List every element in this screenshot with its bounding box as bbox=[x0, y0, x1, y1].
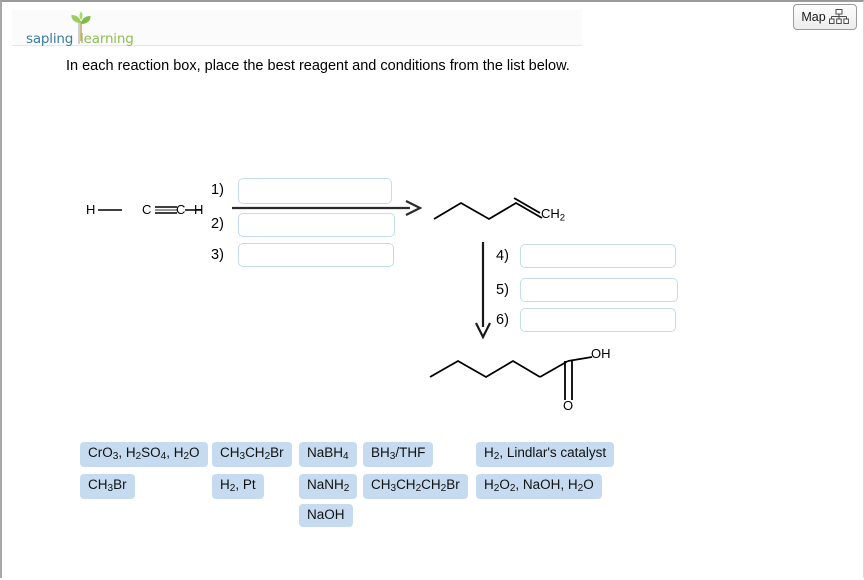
sitemap-icon bbox=[828, 9, 849, 24]
reagent-chip-h2lindlar[interactable]: H2, Lindlar's catalyst bbox=[476, 442, 615, 467]
reagent-chip-ch3ch2br[interactable]: CH3CH2Br bbox=[212, 442, 292, 467]
page-instruction: In each reaction box, place the best rea… bbox=[66, 58, 570, 74]
atom-label-c-left: C bbox=[142, 202, 152, 217]
answer-input-2[interactable] bbox=[238, 213, 395, 237]
answer-input-4[interactable] bbox=[520, 244, 676, 268]
header-bar: sapling learning bbox=[12, 10, 582, 46]
label-terminal-ch2: CH2 bbox=[541, 206, 566, 224]
label-hydroxyl-oh: OH bbox=[591, 346, 611, 361]
product-pentene-structure bbox=[433, 197, 543, 221]
reagent-chip-h2o2naoh[interactable]: H2O2, NaOH, H2O bbox=[476, 474, 602, 499]
atom-label-c-right: C bbox=[176, 202, 186, 217]
reaction-arrow-down bbox=[475, 242, 491, 340]
logo-text-learning: learning bbox=[80, 30, 134, 47]
answer-input-1[interactable] bbox=[238, 178, 392, 204]
answer-input-6[interactable] bbox=[520, 308, 676, 332]
answer-number-1: 1) bbox=[211, 182, 224, 198]
reagent-chip-cro3[interactable]: CrO3, H2SO4, H2O bbox=[80, 442, 208, 467]
answer-number-6: 6) bbox=[496, 312, 509, 328]
answer-input-5[interactable] bbox=[520, 278, 678, 302]
reagent-chip-h2pt[interactable]: H2, Pt bbox=[212, 474, 264, 499]
reagent-chip-bh3thf[interactable]: BH3/THF bbox=[363, 442, 434, 467]
answer-number-3: 3) bbox=[211, 247, 224, 263]
sapling-learning-logo: sapling learning bbox=[26, 11, 134, 47]
atom-label-h-right: H bbox=[194, 202, 204, 217]
reagent-chip-ch3ch2ch2br[interactable]: CH3CH2CH2Br bbox=[363, 474, 468, 499]
label-carbonyl-o: O bbox=[563, 398, 574, 413]
sprout-icon bbox=[71, 11, 91, 41]
map-button-label: Map bbox=[801, 10, 826, 24]
answer-input-3[interactable] bbox=[238, 243, 394, 267]
reagent-chip-ch3br[interactable]: CH3Br bbox=[80, 474, 135, 499]
product-pentanoic-acid-structure bbox=[429, 356, 593, 400]
map-button[interactable]: Map bbox=[793, 4, 857, 30]
answer-number-2: 2) bbox=[211, 216, 224, 232]
reagent-chip-naoh[interactable]: NaOH bbox=[299, 504, 353, 527]
logo-divider bbox=[78, 22, 80, 44]
reagent-chip-nanh2[interactable]: NaNH2 bbox=[299, 474, 358, 499]
reagent-chip-nabh4[interactable]: NaBH4 bbox=[299, 442, 357, 467]
logo-text-sapling: sapling bbox=[26, 30, 74, 47]
atom-label-h-left: H bbox=[86, 202, 96, 217]
answer-number-4: 4) bbox=[496, 248, 509, 264]
answer-number-5: 5) bbox=[496, 282, 509, 298]
